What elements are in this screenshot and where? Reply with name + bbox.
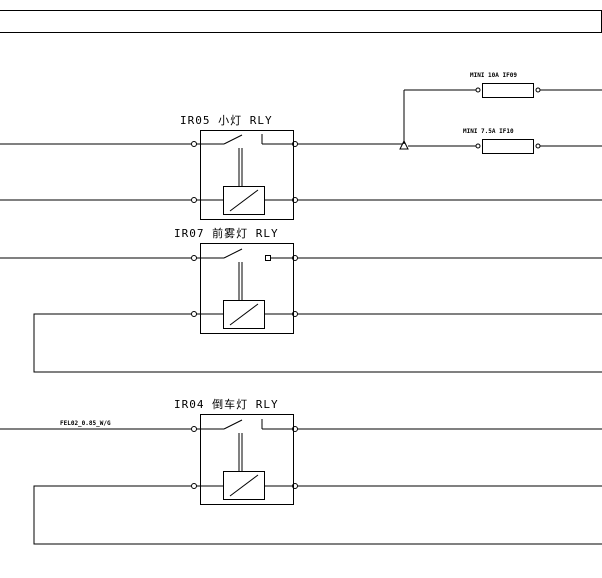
relay-ir07-label: IR07 前雾灯 RLY bbox=[174, 226, 279, 240]
fuse-if09-label: MINI 10A IF09 bbox=[470, 72, 517, 79]
junction-node bbox=[399, 139, 409, 150]
fuse-if09 bbox=[475, 83, 541, 98]
relay-ir05 bbox=[191, 130, 298, 220]
relay-ir05-box bbox=[200, 130, 294, 220]
wire-ir04-coil-loop bbox=[33, 485, 602, 545]
wire-ir04-input-label: FEL02_0.85_W/G bbox=[60, 420, 111, 427]
relay-ir04-box bbox=[200, 414, 294, 505]
relay-ir04 bbox=[191, 414, 298, 505]
relay-ir04-label: IR04 倒车灯 RLY bbox=[174, 397, 279, 411]
relay-ir05-label: IR05 小灯 RLY bbox=[180, 114, 273, 127]
fuse-if10 bbox=[475, 139, 541, 154]
wire-ir07-coil-loop bbox=[33, 313, 602, 373]
fuse-if10-label: MINI 7.5A IF10 bbox=[463, 128, 514, 135]
relay-ir07 bbox=[191, 243, 298, 334]
relay-ir07-box bbox=[200, 243, 294, 334]
